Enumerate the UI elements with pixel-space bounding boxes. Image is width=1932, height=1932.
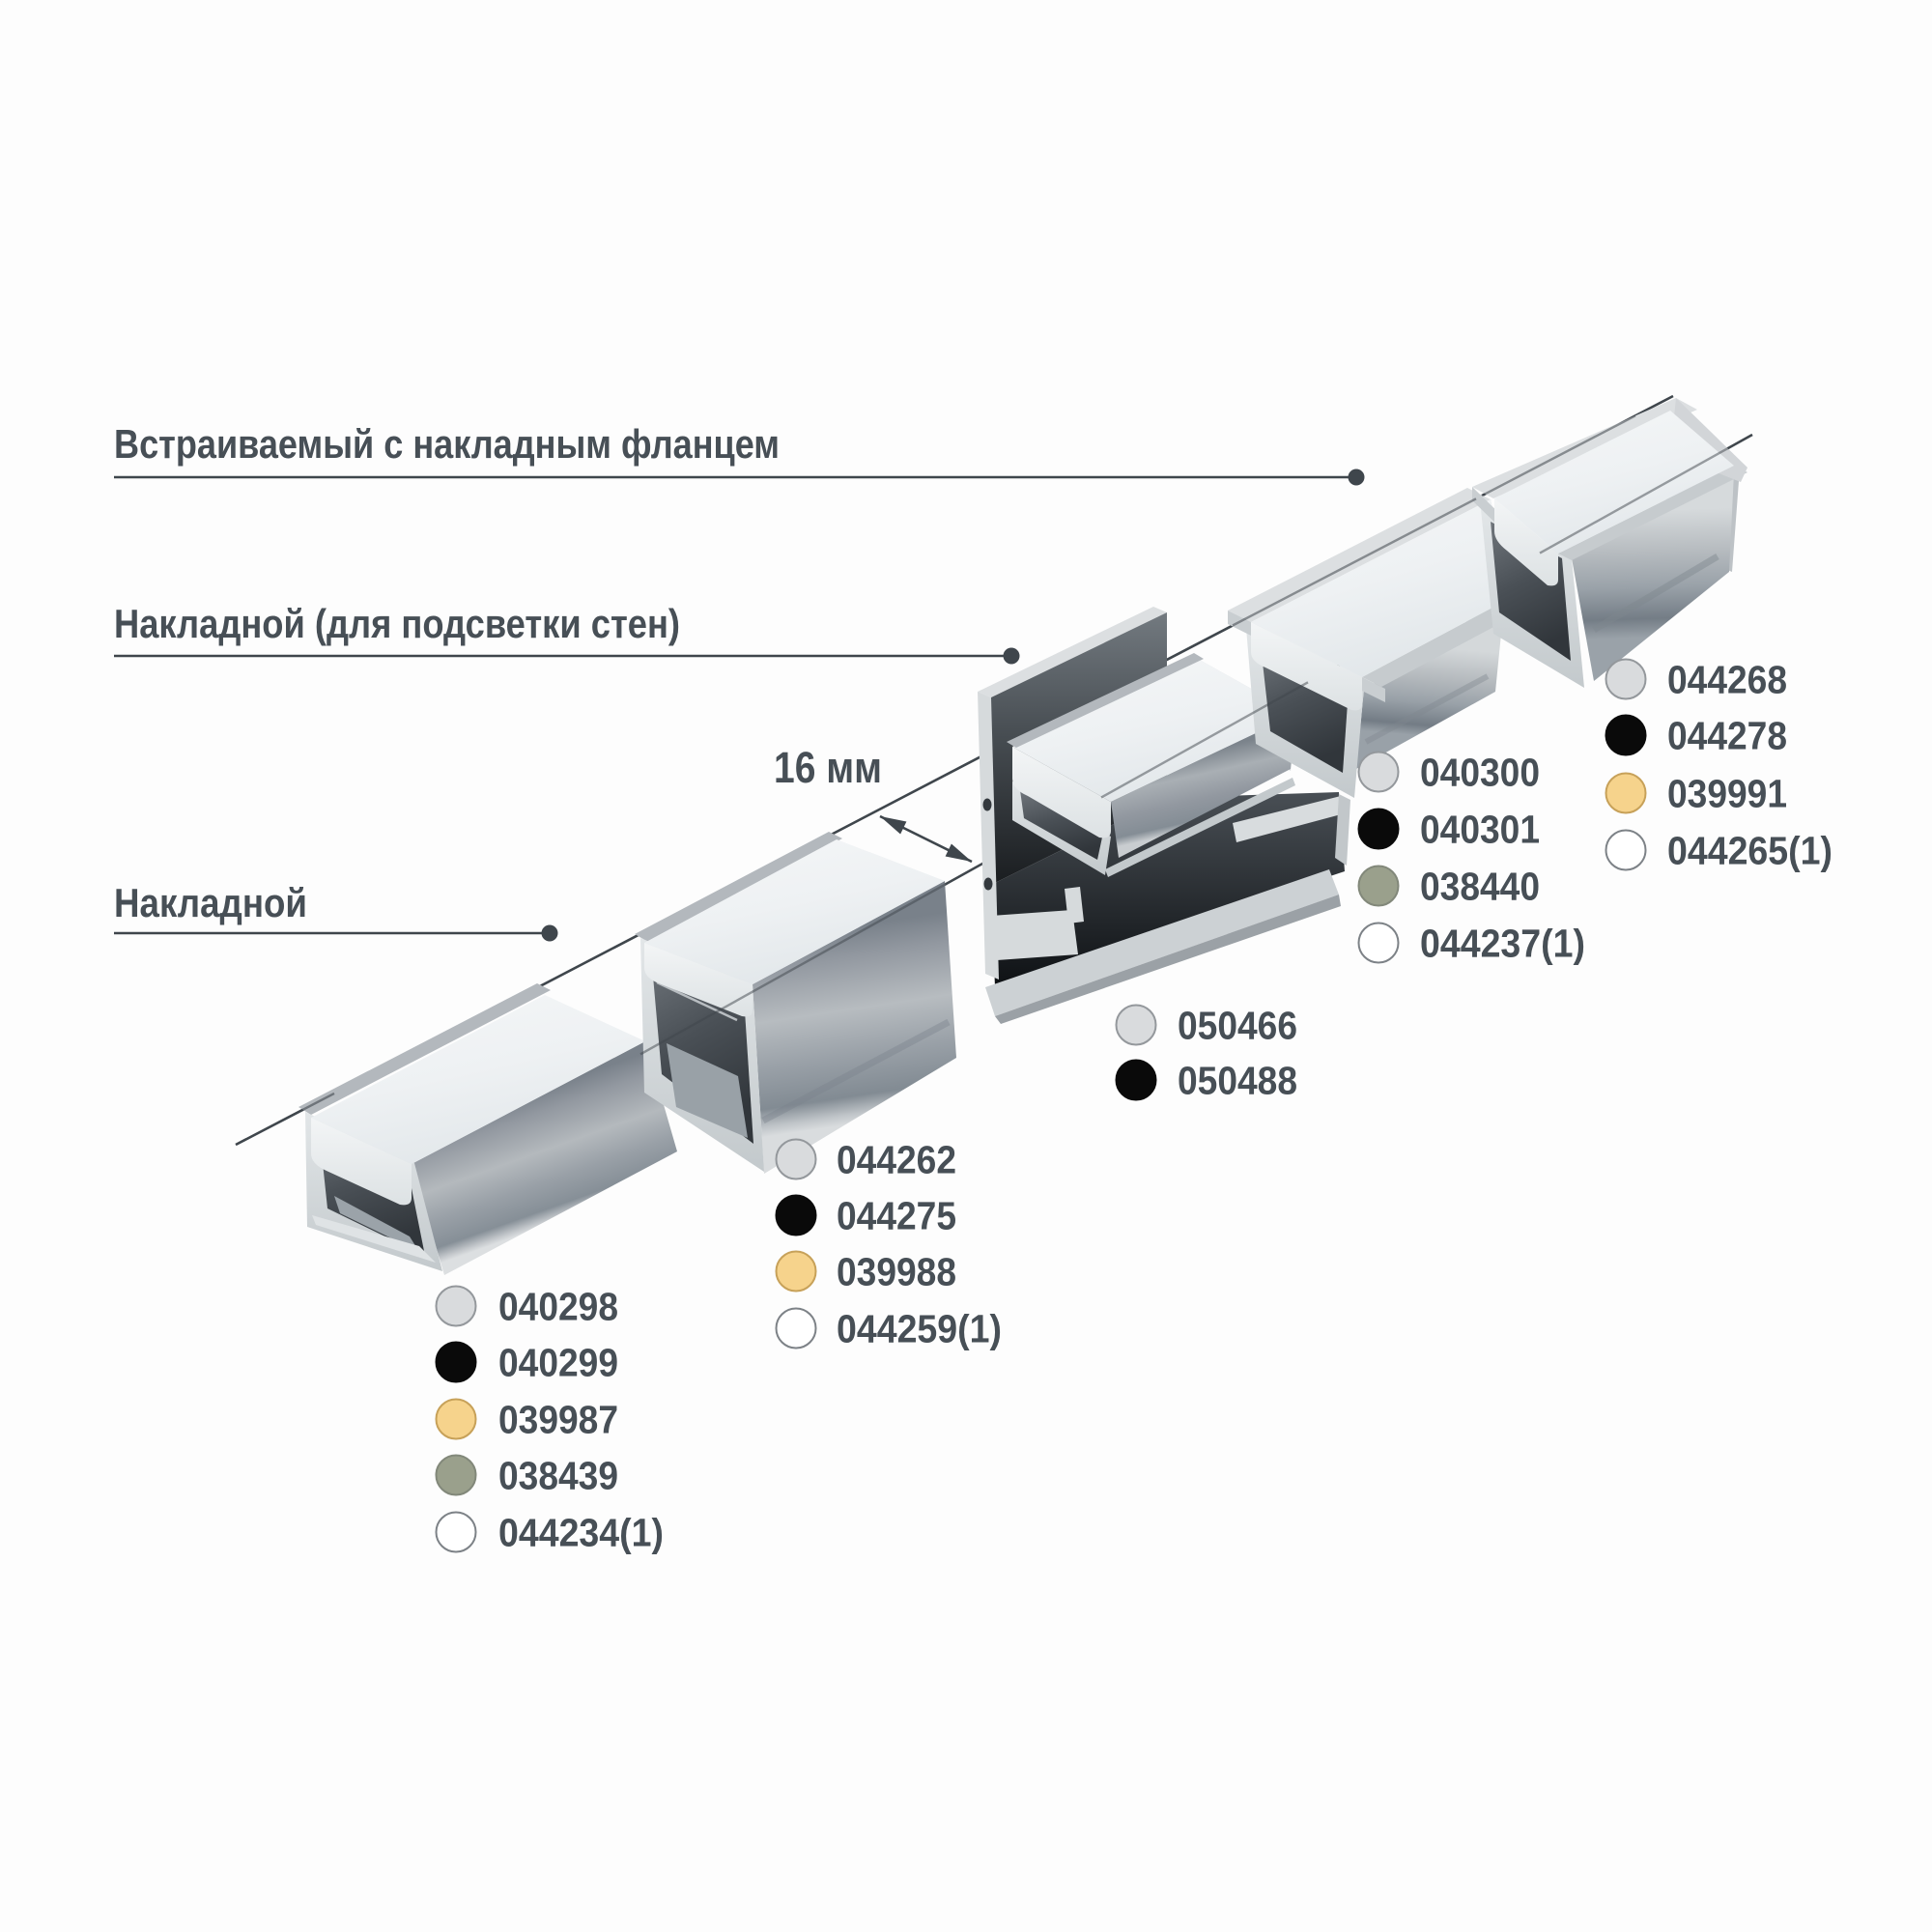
svg-text:039988: 039988 <box>837 1250 956 1294</box>
svg-text:050466: 050466 <box>1178 1004 1297 1048</box>
svg-text:Накладной: Накладной <box>114 880 307 925</box>
svg-text:044265(1): 044265(1) <box>1667 829 1833 873</box>
svg-text:040300: 040300 <box>1420 751 1540 795</box>
svg-text:044262: 044262 <box>837 1138 956 1182</box>
svg-text:044268: 044268 <box>1667 658 1787 702</box>
svg-text:Встраиваемый с накладным фланц: Встраиваемый с накладным фланцем <box>114 421 780 467</box>
svg-text:044275: 044275 <box>837 1194 956 1238</box>
svg-text:044237(1): 044237(1) <box>1420 922 1585 966</box>
svg-text:039991: 039991 <box>1667 772 1787 816</box>
svg-text:040301: 040301 <box>1420 808 1540 852</box>
svg-text:038440: 038440 <box>1420 865 1540 909</box>
svg-text:040299: 040299 <box>498 1341 618 1385</box>
svg-text:038439: 038439 <box>498 1454 618 1498</box>
svg-text:039987: 039987 <box>498 1398 618 1442</box>
svg-text:050488: 050488 <box>1178 1059 1297 1103</box>
svg-text:044234(1): 044234(1) <box>498 1511 664 1555</box>
svg-text:044278: 044278 <box>1667 714 1787 758</box>
svg-text:040298: 040298 <box>498 1285 618 1329</box>
svg-text:16 мм: 16 мм <box>774 743 882 792</box>
svg-text:044259(1): 044259(1) <box>837 1307 1002 1351</box>
svg-text:Накладной (для подсветки стен): Накладной (для подсветки стен) <box>114 601 680 646</box>
